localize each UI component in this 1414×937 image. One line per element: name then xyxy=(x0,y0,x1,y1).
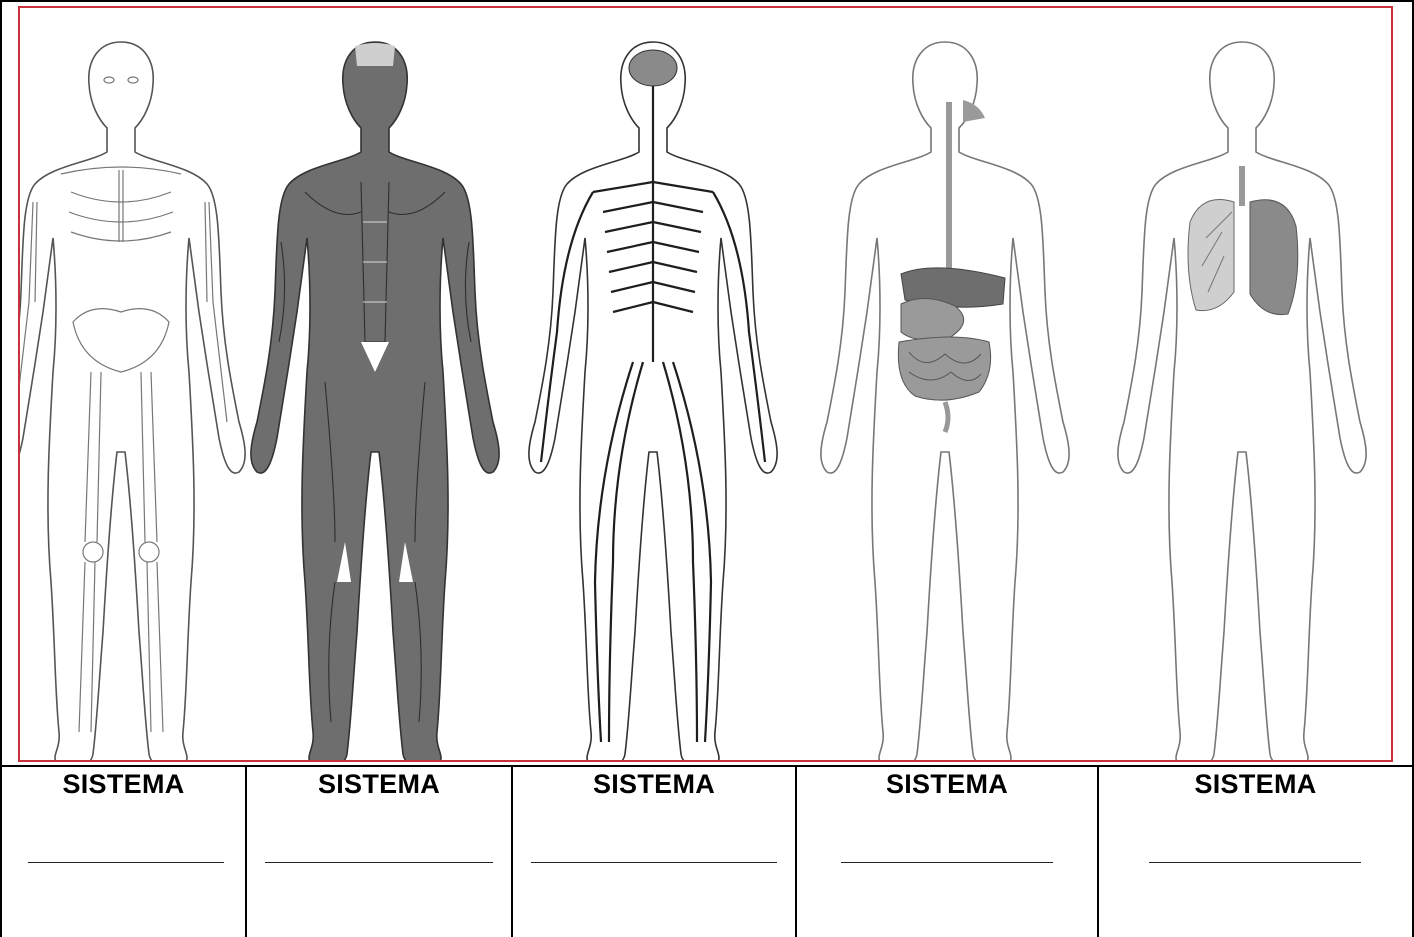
lung-figure-icon xyxy=(1118,42,1366,760)
cell-label: SISTEMA xyxy=(797,769,1097,800)
answer-line[interactable] xyxy=(1149,862,1361,863)
cell-label: SISTEMA xyxy=(1099,769,1412,800)
answer-line[interactable] xyxy=(841,862,1053,863)
table-cell-5: SISTEMA xyxy=(1097,767,1412,937)
cell-label: SISTEMA xyxy=(513,769,795,800)
body-systems-figure-panel xyxy=(18,6,1393,762)
answer-line[interactable] xyxy=(531,862,777,863)
answer-line[interactable] xyxy=(28,862,224,863)
skeleton-figure-icon xyxy=(20,42,245,760)
table-cell-4: SISTEMA xyxy=(795,767,1097,937)
table-cell-3: SISTEMA xyxy=(511,767,795,937)
nerve-figure-icon xyxy=(529,42,777,760)
muscle-figure-icon xyxy=(251,42,499,760)
answer-line[interactable] xyxy=(265,862,493,863)
digestive-figure-icon xyxy=(821,42,1069,760)
table-cell-1: SISTEMA xyxy=(2,767,245,937)
cell-label: SISTEMA xyxy=(2,769,245,800)
cell-label: SISTEMA xyxy=(247,769,511,800)
table-cell-2: SISTEMA xyxy=(245,767,511,937)
